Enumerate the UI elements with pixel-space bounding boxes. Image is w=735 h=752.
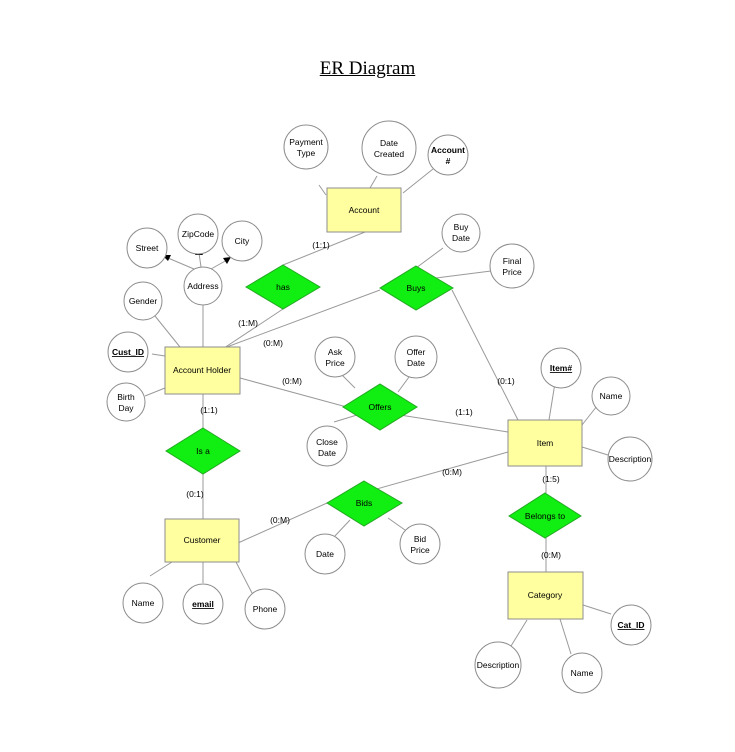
cardinality-belongs-category: (0:M) (541, 550, 561, 560)
attribute-offer-date: Offer Date (394, 335, 438, 379)
attribute-city: City (221, 220, 263, 262)
relationship-label: Belongs to (525, 511, 565, 521)
svg-text:Type: Type (297, 148, 316, 158)
cardinality-offers-holder: (0:M) (282, 376, 302, 386)
attribute-category-description: Description (474, 641, 522, 689)
cardinality-belongs-item: (1:5) (542, 474, 560, 484)
relationship-label: Is a (196, 446, 210, 456)
entity-label: Account (349, 205, 380, 215)
svg-text:Name: Name (600, 391, 623, 401)
relationship-buys: Buys (379, 265, 454, 311)
attribute-cat-id: Cat_ID (610, 604, 652, 646)
svg-text:Description: Description (477, 660, 520, 670)
entity-label: Category (528, 590, 563, 600)
svg-text:Ask: Ask (328, 347, 343, 357)
relationship-offers: Offers (342, 383, 418, 431)
attribute-item-name: Name (591, 376, 631, 416)
attribute-zipcode: ZipCode (177, 213, 219, 255)
svg-text:Item#: Item# (550, 363, 572, 373)
entity-label: Customer (184, 535, 221, 545)
svg-text:Date: Date (318, 448, 336, 458)
relationship-label: has (276, 282, 290, 292)
attribute-final-price: Final Price (489, 243, 535, 289)
relationship-bids: Bids (326, 480, 403, 527)
entity-label: Account Holder (173, 365, 231, 375)
attribute-ask-price: Ask Price (314, 336, 356, 378)
svg-text:Birth: Birth (117, 392, 135, 402)
cardinality-has-account: (1:1) (312, 240, 330, 250)
svg-text:Description: Description (609, 454, 652, 464)
entity-customer: Customer (164, 518, 240, 563)
svg-text:Created: Created (374, 149, 405, 159)
attribute-gender: Gender (123, 281, 163, 321)
relationship-belongs-to: Belongs to (508, 492, 582, 539)
attribute-email: email (182, 583, 224, 625)
svg-text:Date: Date (316, 549, 334, 559)
relationship-label: Offers (369, 402, 392, 412)
cardinality-isa-customer: (0:1) (186, 489, 204, 499)
attribute-category-name: Name (561, 652, 603, 694)
attribute-street: Street (126, 227, 168, 269)
svg-text:Payment: Payment (289, 137, 323, 147)
attribute-phone: Phone (244, 588, 286, 630)
svg-text:Name: Name (571, 668, 594, 678)
entity-account: Account (326, 187, 402, 233)
svg-text:Close: Close (316, 437, 338, 447)
cardinality-buys-item: (0:1) (497, 376, 515, 386)
attribute-payment-type: Payment Type (283, 124, 329, 170)
svg-text:ZipCode: ZipCode (182, 229, 214, 239)
attribute-bid-price: Bid Price (399, 523, 441, 565)
attribute-customer-name: Name (122, 582, 164, 624)
svg-text:Price: Price (502, 267, 522, 277)
svg-text:Date: Date (380, 138, 398, 148)
relationship-has: has (245, 264, 321, 310)
svg-text:City: City (235, 236, 250, 246)
svg-text:Date: Date (407, 358, 425, 368)
svg-text:Address: Address (187, 281, 218, 291)
attribute-item-description: Description (607, 436, 653, 482)
page-title: ER Diagram (319, 58, 416, 79)
svg-text:Cust_ID: Cust_ID (112, 347, 144, 357)
attribute-bid-date: Date (304, 533, 346, 575)
attribute-date-created: Date Created (361, 120, 417, 176)
entity-item: Item (507, 419, 583, 467)
svg-text:Cat_ID: Cat_ID (618, 620, 645, 630)
svg-text:Gender: Gender (129, 296, 158, 306)
cardinality-bids-customer: (0:M) (270, 515, 290, 525)
svg-text:Offer: Offer (407, 347, 426, 357)
svg-text:Price: Price (325, 358, 345, 368)
attribute-item-number: Item# (540, 347, 582, 389)
entity-label: Item (537, 438, 554, 448)
attribute-buy-date: Buy Date (441, 213, 481, 253)
svg-text:Price: Price (410, 545, 430, 555)
relationship-label: Buys (407, 283, 426, 293)
attribute-account-number: Account # (427, 134, 469, 176)
cardinality-buys-holder: (0:M) (263, 338, 283, 348)
cardinality-isa-holder: (1:1) (200, 405, 218, 415)
svg-text:#: # (446, 156, 451, 166)
attribute-birth-day: Birth Day (106, 382, 146, 422)
relationship-label: Bids (356, 498, 373, 508)
cardinality-has-holder: (1:M) (238, 318, 258, 328)
svg-text:Street: Street (136, 243, 159, 253)
svg-text:Name: Name (132, 598, 155, 608)
entity-category: Category (507, 571, 584, 620)
attribute-close-date: Close Date (306, 425, 348, 467)
svg-text:Bid: Bid (414, 534, 427, 544)
svg-text:Phone: Phone (253, 604, 278, 614)
relationship-is-a: Is a (165, 427, 241, 475)
cardinality-labels: (1:1) (1:M) (0:M) (0:1) (0:M) (1:1) (1:1… (186, 240, 561, 560)
svg-text:email: email (192, 599, 214, 609)
svg-text:Date: Date (452, 233, 470, 243)
attribute-cust-id: Cust_ID (107, 331, 149, 373)
svg-text:Account: Account (431, 145, 465, 155)
svg-text:Final: Final (503, 256, 522, 266)
cardinality-bids-item: (0:M) (442, 467, 462, 477)
cardinality-offers-item: (1:1) (455, 407, 473, 417)
svg-text:Day: Day (118, 403, 134, 413)
svg-text:Buy: Buy (454, 222, 469, 232)
entity-account-holder: Account Holder (164, 346, 241, 395)
attribute-address: Address (183, 266, 223, 306)
